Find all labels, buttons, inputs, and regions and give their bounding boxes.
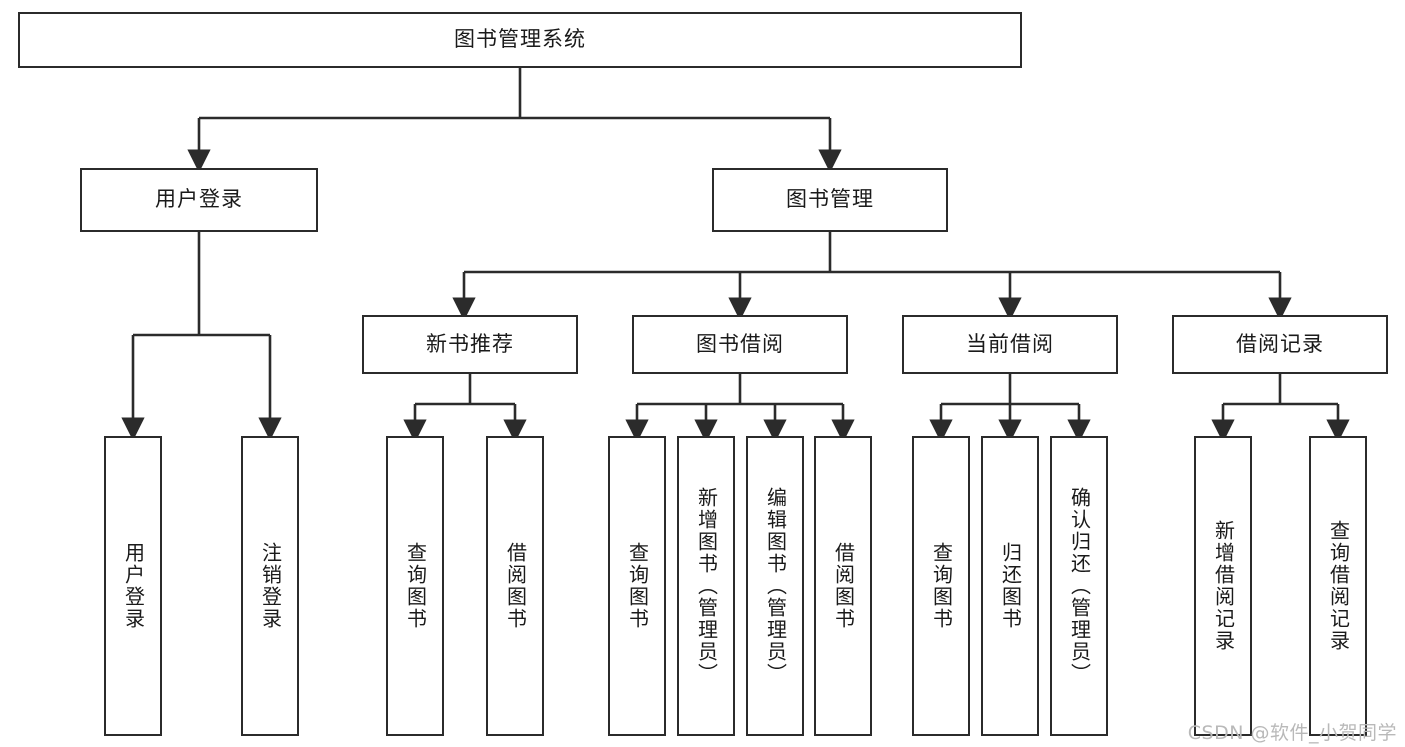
node-label: 归还图书	[998, 542, 1023, 630]
leaf-record-add-borrow-record[interactable]: 新增借阅记录	[1194, 436, 1252, 736]
node-label: 用户登录	[121, 542, 146, 630]
node-label: 查询图书	[403, 542, 428, 630]
leaf-borrow-add-book-admin[interactable]: 新增图书（管理员）	[677, 436, 735, 736]
leaf-borrow-edit-book-admin[interactable]: 编辑图书（管理员）	[746, 436, 804, 736]
node-label: 注销登录	[258, 542, 283, 630]
node-label: 借阅图书	[831, 542, 856, 630]
node-borrow-record[interactable]: 借阅记录	[1172, 315, 1388, 374]
leaf-recommend-borrow-book[interactable]: 借阅图书	[486, 436, 544, 736]
leaf-record-query-borrow-record[interactable]: 查询借阅记录	[1309, 436, 1367, 736]
node-book-borrow[interactable]: 图书借阅	[632, 315, 848, 374]
node-new-book-recommend[interactable]: 新书推荐	[362, 315, 578, 374]
leaf-user-logout[interactable]: 注销登录	[241, 436, 299, 736]
node-label: 新增图书（管理员）	[694, 487, 719, 685]
node-label: 查询图书	[929, 542, 954, 630]
node-label: 查询借阅记录	[1326, 520, 1351, 652]
node-label: 借阅图书	[503, 542, 528, 630]
leaf-current-return-book[interactable]: 归还图书	[981, 436, 1039, 736]
leaf-current-confirm-return-admin[interactable]: 确认归还（管理员）	[1050, 436, 1108, 736]
node-book-management[interactable]: 图书管理	[712, 168, 948, 232]
node-label: 图书管理	[786, 187, 874, 212]
leaf-current-query-book[interactable]: 查询图书	[912, 436, 970, 736]
node-label: 借阅记录	[1236, 331, 1324, 356]
node-user-login[interactable]: 用户登录	[80, 168, 318, 232]
node-label: 用户登录	[155, 187, 243, 212]
csdn-watermark: CSDN @软件_小贺同学	[1187, 722, 1397, 744]
node-current-borrow[interactable]: 当前借阅	[902, 315, 1118, 374]
leaf-user-login[interactable]: 用户登录	[104, 436, 162, 736]
node-label: 编辑图书（管理员）	[763, 487, 788, 685]
leaf-borrow-borrow-book[interactable]: 借阅图书	[814, 436, 872, 736]
node-label: 新增借阅记录	[1211, 520, 1236, 652]
node-label: 图书管理系统	[454, 27, 586, 52]
leaf-borrow-query-book[interactable]: 查询图书	[608, 436, 666, 736]
node-label: 图书借阅	[696, 331, 784, 356]
leaf-recommend-query-book[interactable]: 查询图书	[386, 436, 444, 736]
node-root-book-management-system[interactable]: 图书管理系统	[18, 12, 1022, 68]
node-label: 查询图书	[625, 542, 650, 630]
node-label: 当前借阅	[966, 331, 1054, 356]
node-label: 新书推荐	[426, 331, 514, 356]
node-label: 确认归还（管理员）	[1067, 487, 1092, 685]
